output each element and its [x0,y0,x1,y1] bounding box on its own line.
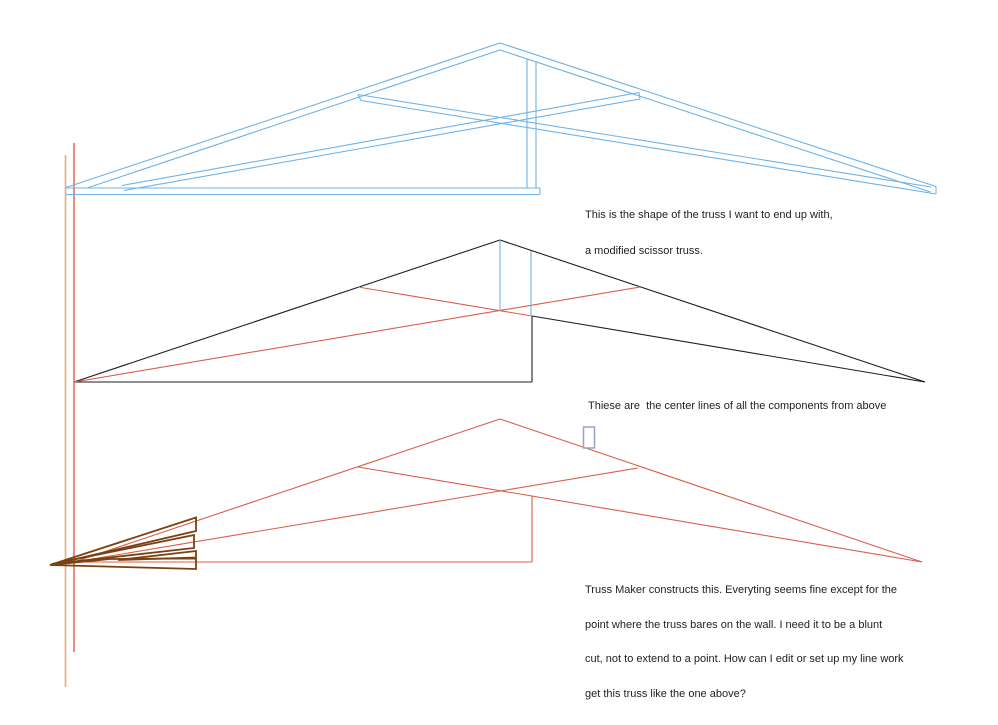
annotation-line: Thiese are the center lines of all the c… [588,400,887,412]
target-truss-blue[interactable] [65,42,937,196]
annotation-line: Truss Maker constructs this. Everyting s… [585,584,897,596]
line-segment [123,98,641,192]
wall-reference-lines[interactable] [64,143,75,687]
annotation-target-truss: This is the shape of the truss I want to… [585,185,833,281]
annotation-line: This is the shape of the truss I want to… [585,209,833,221]
top-chord-lumber [49,516,197,566]
line-segment [499,239,926,383]
scissor-lumber [51,533,195,565]
line-segment [357,94,362,101]
annotation-line: a modified scissor truss. [585,245,703,257]
centerline-truss[interactable] [73,239,926,383]
line-segment [73,418,501,563]
line-segment [121,91,640,187]
annotation-line: cut, not to extend to a point. How can I… [585,653,904,665]
selection-marker-rect[interactable] [582,426,596,449]
line-segment [360,99,937,195]
bottom-chord-lumber [49,557,197,570]
line-segment [357,93,932,188]
annotation-line: point where the truss bares on the wall.… [585,618,883,631]
line-segment [73,239,501,383]
line-segment [499,418,923,563]
annotation-truss-maker: Truss Maker constructs this. Everyting s… [585,562,904,723]
line-segment [357,466,533,497]
line-segment [73,467,639,563]
line-segment [357,286,533,317]
line-segment [86,49,931,193]
annotation-line: get this truss like the one above? [585,687,746,700]
line-segment [65,42,937,189]
line-segment [638,92,641,100]
line-segment [531,315,926,383]
line-segment [73,286,641,383]
line-segment [531,495,923,563]
truss-maker-truss[interactable] [49,418,923,570]
annotation-centerlines: Thiese are the center lines of all the c… [588,376,886,436]
